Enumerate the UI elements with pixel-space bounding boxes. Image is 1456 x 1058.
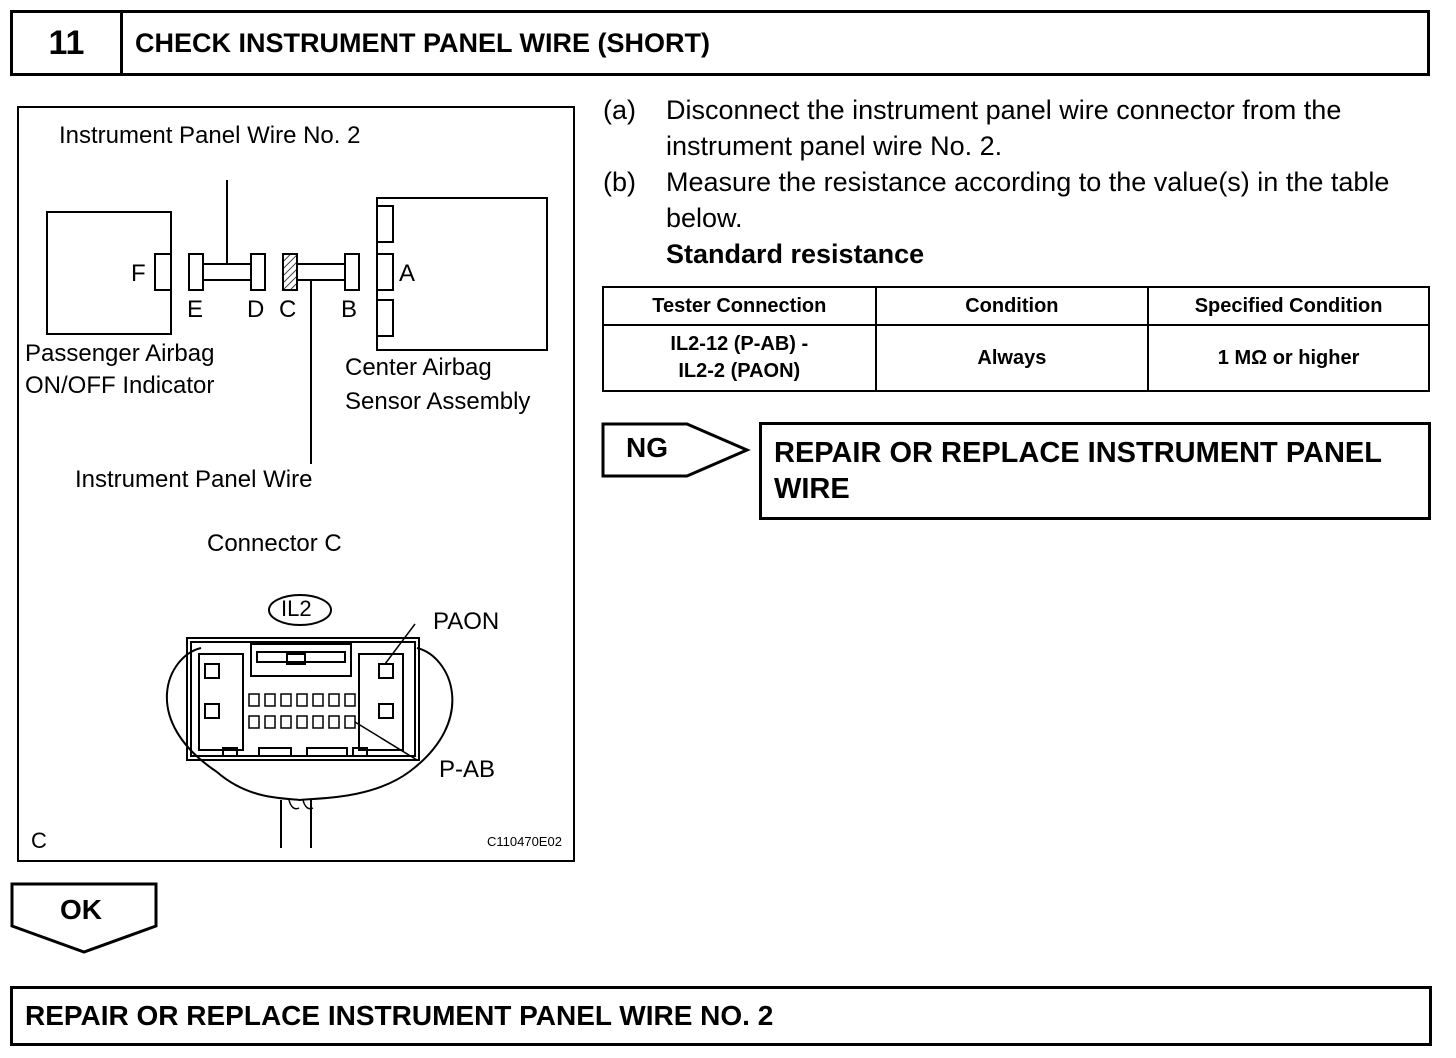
indicator-label-line2: ON/OFF Indicator <box>25 372 215 399</box>
ng-arrow-shape <box>601 420 753 482</box>
instruction-b-text: Measure the resistance according to the … <box>666 167 1390 233</box>
resistance-table: Tester Connection Condition Specified Co… <box>602 286 1430 392</box>
connector-b-label: B <box>341 296 358 323</box>
table-row: IL2-12 (P-AB) - IL2-2 (PAON) Always 1 MΩ… <box>602 324 1430 392</box>
wiring-figure: Instrument Panel Wire No. 2 F E D C B A … <box>17 106 575 862</box>
step-title: CHECK INSTRUMENT PANEL WIRE (SHORT) <box>135 27 710 58</box>
connector-d-label: D <box>247 296 265 323</box>
connector-c-label: C <box>279 296 297 323</box>
cell-condition: Always <box>874 324 1150 392</box>
ok-label: OK <box>60 894 102 925</box>
instruction-a-text: Disconnect the instrument panel wire con… <box>666 95 1342 161</box>
table-header-row: Tester Connection Condition Specified Co… <box>602 286 1430 326</box>
connector-e-label: E <box>187 296 204 323</box>
header-condition: Condition <box>874 286 1150 326</box>
wiring-diagram-graphic <box>19 108 573 860</box>
cell-tester-connection: IL2-12 (P-AB) - IL2-2 (PAON) <box>602 324 877 392</box>
header-tester-connection: Tester Connection <box>602 286 877 326</box>
connection-line1: IL2-12 (P-AB) - <box>670 333 809 355</box>
ng-label: NG <box>626 432 668 463</box>
instruction-b-label: (b) <box>603 167 636 197</box>
cell-specified-condition: 1 MΩ or higher <box>1147 324 1430 392</box>
step-header: 11 CHECK INSTRUMENT PANEL WIRE (SHORT) <box>10 10 1430 76</box>
connector-c-title: Connector C <box>207 530 342 557</box>
indicator-label-line1: Passenger Airbag <box>25 340 215 367</box>
connector-a-label: A <box>399 260 416 287</box>
instruction-a-label: (a) <box>603 95 636 125</box>
ok-arrow-shape <box>10 882 160 956</box>
step-number: 11 <box>13 13 123 73</box>
connector-f-label: F <box>131 260 146 287</box>
ng-action-box: REPAIR OR REPLACE INSTRUMENT PANEL WIRE <box>759 422 1431 520</box>
figure-id: C110470E02 <box>487 834 562 849</box>
standard-resistance-heading: Standard resistance <box>666 239 925 269</box>
pin-pab-label: P-AB <box>439 756 496 783</box>
header-specified-condition: Specified Condition <box>1147 286 1430 326</box>
connection-line2: IL2-2 (PAON) <box>678 360 801 382</box>
pin-paon-label: PAON <box>433 608 500 635</box>
sensor-label-line1: Center Airbag <box>345 354 492 381</box>
connector-code-il2: IL2 <box>281 596 312 621</box>
sensor-label-line2: Sensor Assembly <box>345 388 531 415</box>
instrument-panel-wire-label: Instrument Panel Wire <box>75 466 313 493</box>
final-action-box: REPAIR OR REPLACE INSTRUMENT PANEL WIRE … <box>10 986 1432 1046</box>
wire-no2-label: Instrument Panel Wire No. 2 <box>59 122 361 149</box>
figure-corner-letter: C <box>31 828 47 853</box>
